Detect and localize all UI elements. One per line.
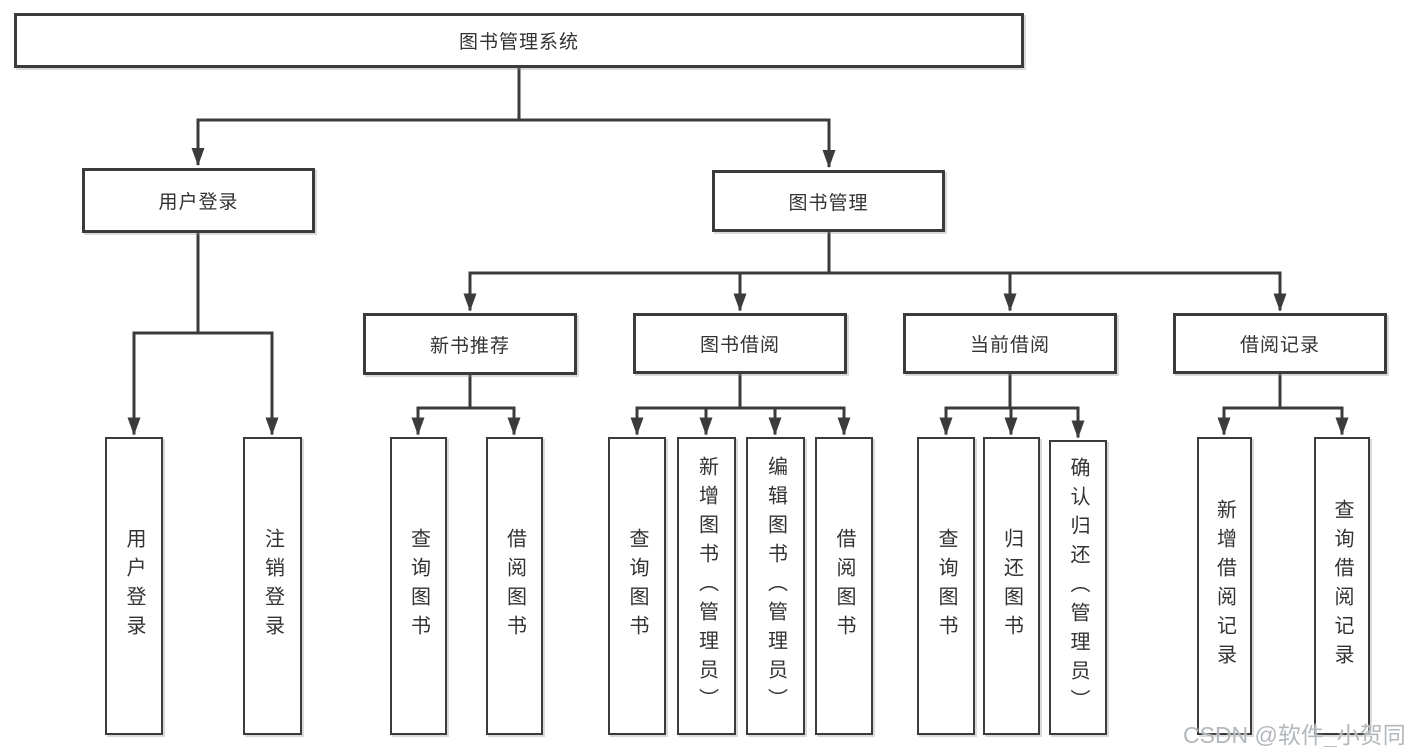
node-label: 图书借阅 bbox=[699, 335, 780, 356]
node-new-book-recommendation: 新书推荐 bbox=[363, 313, 577, 375]
leaf-label: 查询图书 bbox=[935, 528, 957, 644]
leaf-add-borrow-record: 新增借阅记录 bbox=[1197, 437, 1252, 735]
leaf-query-books-current: 查询图书 bbox=[917, 437, 975, 735]
leaf-label: 查询图书 bbox=[626, 528, 648, 644]
leaf-label: 编辑图书（管理员） bbox=[764, 455, 787, 717]
leaf-label: 确认归还（管理员） bbox=[1067, 457, 1089, 718]
leaf-logout: 注销登录 bbox=[243, 437, 302, 735]
leaf-label: 用户登录 bbox=[123, 528, 145, 644]
leaf-query-books-newbook: 查询图书 bbox=[390, 437, 447, 735]
leaf-confirm-return-admin: 确认归还（管理员） bbox=[1049, 440, 1107, 735]
leaf-add-books-admin: 新增图书（管理员） bbox=[677, 437, 736, 735]
node-book-borrowing: 图书借阅 bbox=[633, 313, 847, 374]
leaf-label: 查询借阅记录 bbox=[1331, 499, 1353, 673]
node-book-management-branch: 图书管理 bbox=[712, 170, 945, 232]
leaf-edit-books-admin: 编辑图书（管理员） bbox=[746, 437, 805, 735]
leaf-user-login: 用户登录 bbox=[105, 437, 163, 735]
leaf-label: 新增借阅记录 bbox=[1213, 499, 1236, 673]
leaf-borrow-books: 借阅图书 bbox=[815, 437, 873, 735]
leaf-return-books: 归还图书 bbox=[983, 437, 1040, 735]
node-label: 图书管理系统 bbox=[458, 32, 579, 53]
node-label: 新书推荐 bbox=[429, 335, 510, 357]
node-borrowing-records: 借阅记录 bbox=[1173, 313, 1387, 374]
leaf-label: 新增图书（管理员） bbox=[695, 455, 718, 717]
leaf-label: 借阅图书 bbox=[503, 528, 526, 644]
leaf-label: 查询图书 bbox=[407, 528, 430, 644]
node-current-borrowing: 当前借阅 bbox=[903, 313, 1117, 374]
node-label: 用户登录 bbox=[158, 192, 239, 213]
leaf-label: 归还图书 bbox=[1000, 528, 1023, 644]
node-book-management-system: 图书管理系统 bbox=[14, 13, 1024, 68]
leaf-borrow-books-newbook: 借阅图书 bbox=[486, 437, 543, 735]
node-label: 借阅记录 bbox=[1239, 335, 1320, 356]
csdn-watermark: CSDN @软件_小贺同学 bbox=[1183, 722, 1405, 747]
node-label: 当前借阅 bbox=[969, 335, 1050, 356]
leaf-label: 借阅图书 bbox=[833, 528, 855, 644]
node-user-login-branch: 用户登录 bbox=[82, 168, 315, 233]
leaf-query-books-borrowing: 查询图书 bbox=[608, 437, 666, 735]
node-label: 图书管理 bbox=[788, 192, 869, 214]
leaf-query-borrow-record: 查询借阅记录 bbox=[1314, 437, 1370, 735]
leaf-label: 注销登录 bbox=[261, 528, 284, 644]
